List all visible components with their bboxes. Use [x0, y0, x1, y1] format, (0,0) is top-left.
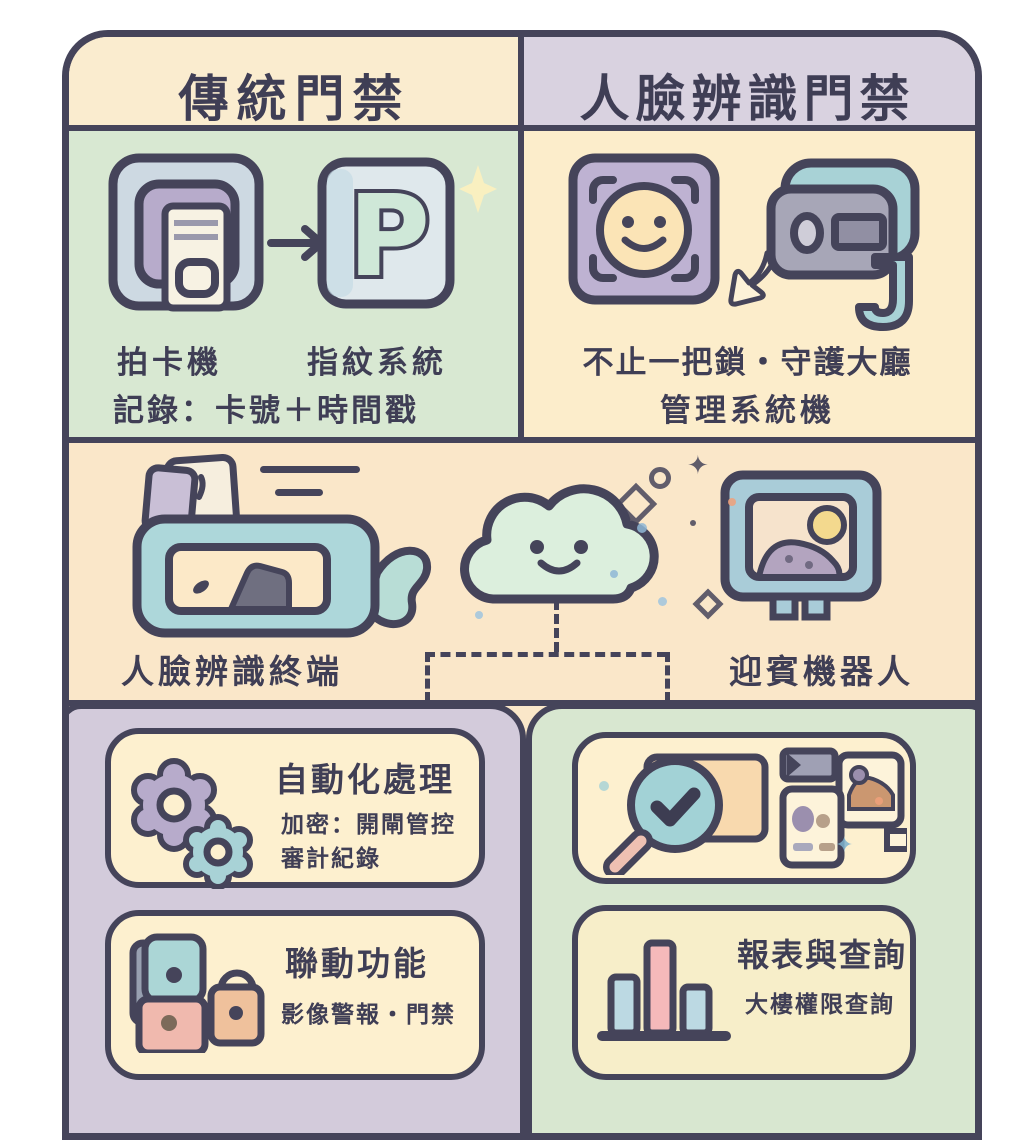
header-face: 人臉辨識門禁	[579, 70, 916, 128]
face-caption-line1: 不止一把鎖・守護大廳	[582, 345, 913, 381]
linkage-title: 聯動功能	[285, 944, 429, 983]
speck-dot	[610, 570, 618, 578]
gears-icon	[131, 758, 253, 889]
face-scan-icon	[568, 153, 720, 305]
report-title: 報表與查詢	[737, 936, 908, 974]
cloud-icon	[460, 484, 659, 604]
label-record: 記錄：卡號＋時間戳	[113, 393, 419, 429]
comparison-card: 傳統門禁 人臉辨識門禁 P 拍卡機 指紋系統 記錄：卡號＋時間戳	[62, 30, 982, 1140]
speck-circle	[649, 467, 671, 489]
svg-text:P: P	[348, 172, 430, 302]
header-left-bg	[69, 37, 520, 127]
speck-dot	[875, 797, 883, 805]
terminal-icon	[132, 453, 431, 638]
bar-chart-icon	[597, 939, 731, 1041]
header-traditional: 傳統門禁	[178, 70, 411, 128]
automation-line2: 審計紀錄	[281, 846, 381, 872]
speed-line	[260, 466, 360, 473]
locks-icon	[129, 933, 265, 1053]
divider-columns	[518, 37, 524, 440]
speck-plus: ✦	[835, 833, 854, 858]
speck-dot	[728, 498, 736, 506]
id-cards-icon	[779, 747, 907, 869]
connector-horizontal	[425, 652, 667, 657]
speck-dot	[637, 523, 647, 533]
speck-dot	[599, 781, 609, 791]
magnifier-check-icon	[603, 747, 907, 875]
speck-dot	[475, 611, 483, 619]
speed-line	[275, 489, 323, 496]
label-terminal: 人臉辨識終端	[121, 652, 343, 691]
divider-middle	[69, 700, 975, 706]
label-card-reader: 拍卡機	[117, 345, 222, 381]
speck-dot	[690, 520, 696, 526]
header-right-bg	[520, 37, 975, 127]
report-line1: 大樓權限查詢	[745, 992, 895, 1018]
connector-right-down	[665, 652, 670, 702]
automation-line1: 加密：開閘管控	[281, 812, 456, 838]
sparkle-icon	[459, 165, 497, 213]
camera-icon	[766, 158, 920, 331]
automation-title: 自動化處理	[275, 760, 455, 799]
face-caption-line2: 管理系統機	[660, 393, 835, 429]
monitor-icon	[720, 470, 882, 621]
connector-left-down	[425, 652, 430, 702]
label-robot: 迎賓機器人	[729, 652, 914, 691]
speck-dot	[658, 597, 667, 606]
label-p-system: 指紋系統	[307, 345, 447, 381]
infographic-page: { "header": { "left_title": "傳統門禁", "rig…	[62, 30, 982, 1140]
p-system-icon: P	[317, 157, 455, 309]
divider-top-row	[69, 437, 975, 443]
card-reader-icon	[108, 153, 264, 312]
connector-cloud-down	[554, 600, 559, 652]
speck-plus: ✦	[687, 451, 709, 481]
